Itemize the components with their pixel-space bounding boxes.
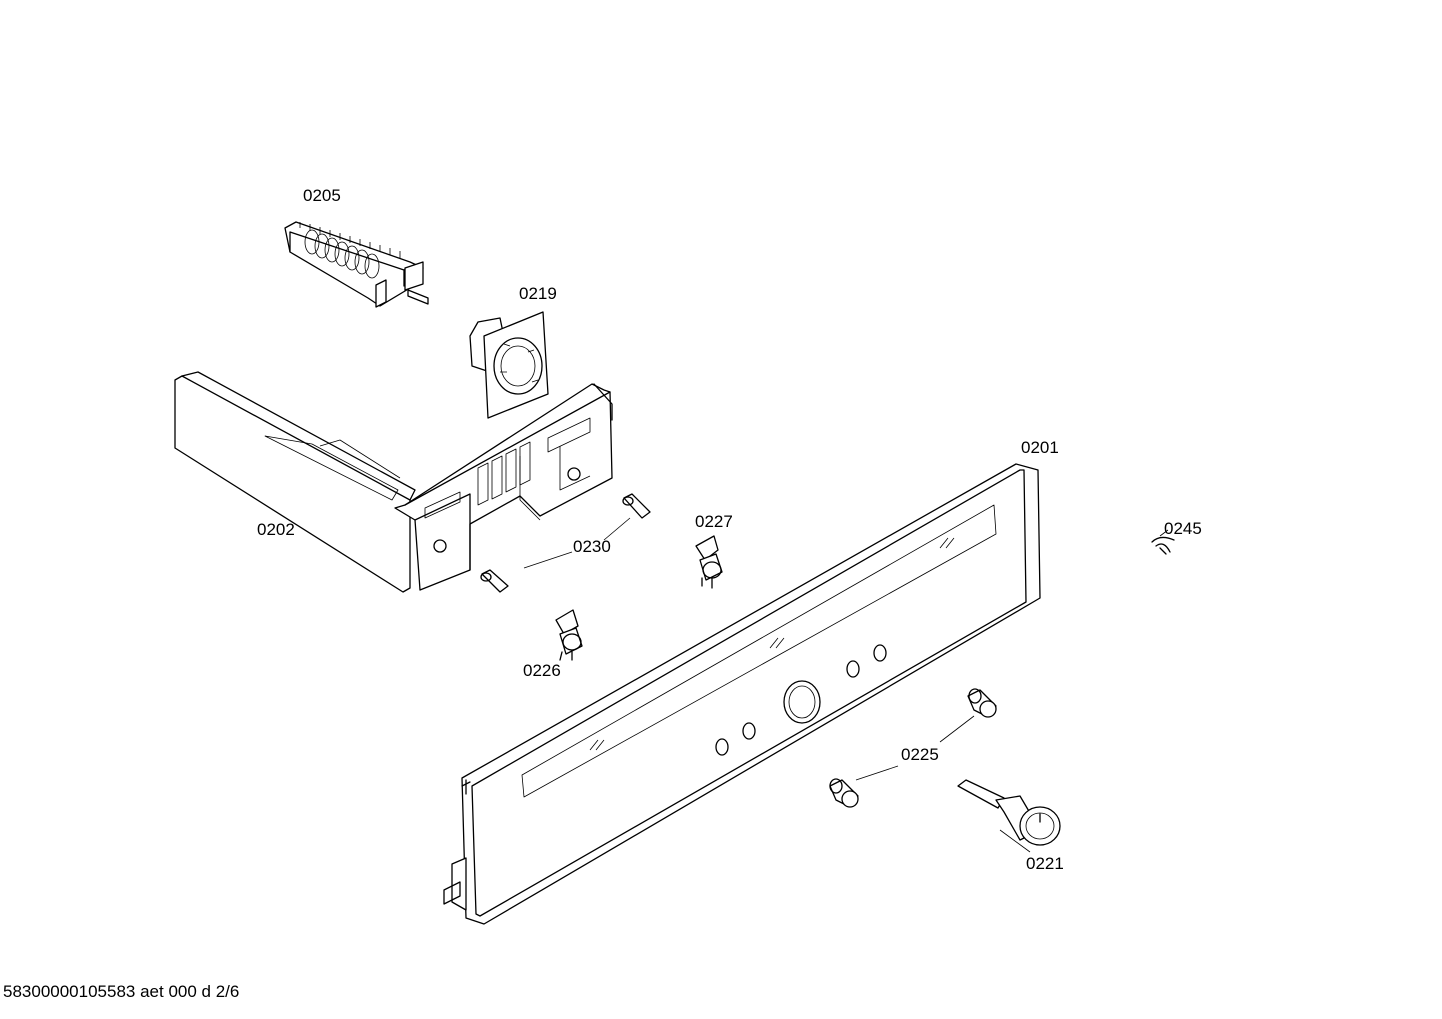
part-0226-clip [555, 609, 583, 661]
part-0225-buttons [829, 688, 997, 808]
part-0201-front-panel [443, 463, 1041, 925]
label-0245: 0245 [1164, 519, 1202, 538]
leader-lines [523, 517, 1169, 853]
label-0230: 0230 [573, 537, 611, 556]
label-0226: 0226 [523, 661, 561, 680]
label-0202: 0202 [257, 520, 295, 539]
part-0202-control-housing [174, 371, 613, 593]
label-0225: 0225 [901, 745, 939, 764]
document-footer-code: 58300000105583 aet 000 d 2/6 [3, 982, 240, 1001]
part-0205-terminal-block [284, 221, 429, 308]
label-0201: 0201 [1021, 438, 1059, 457]
label-0205: 0205 [303, 186, 341, 205]
part-0227-clip [695, 535, 723, 589]
label-0227: 0227 [695, 512, 733, 531]
part-0221-knob [957, 779, 1061, 846]
label-0221: 0221 [1026, 854, 1064, 873]
part-0245-clip [1151, 536, 1175, 555]
part-0230-pins [480, 493, 651, 593]
label-0219: 0219 [519, 284, 557, 303]
part-0219-socket [469, 311, 549, 419]
